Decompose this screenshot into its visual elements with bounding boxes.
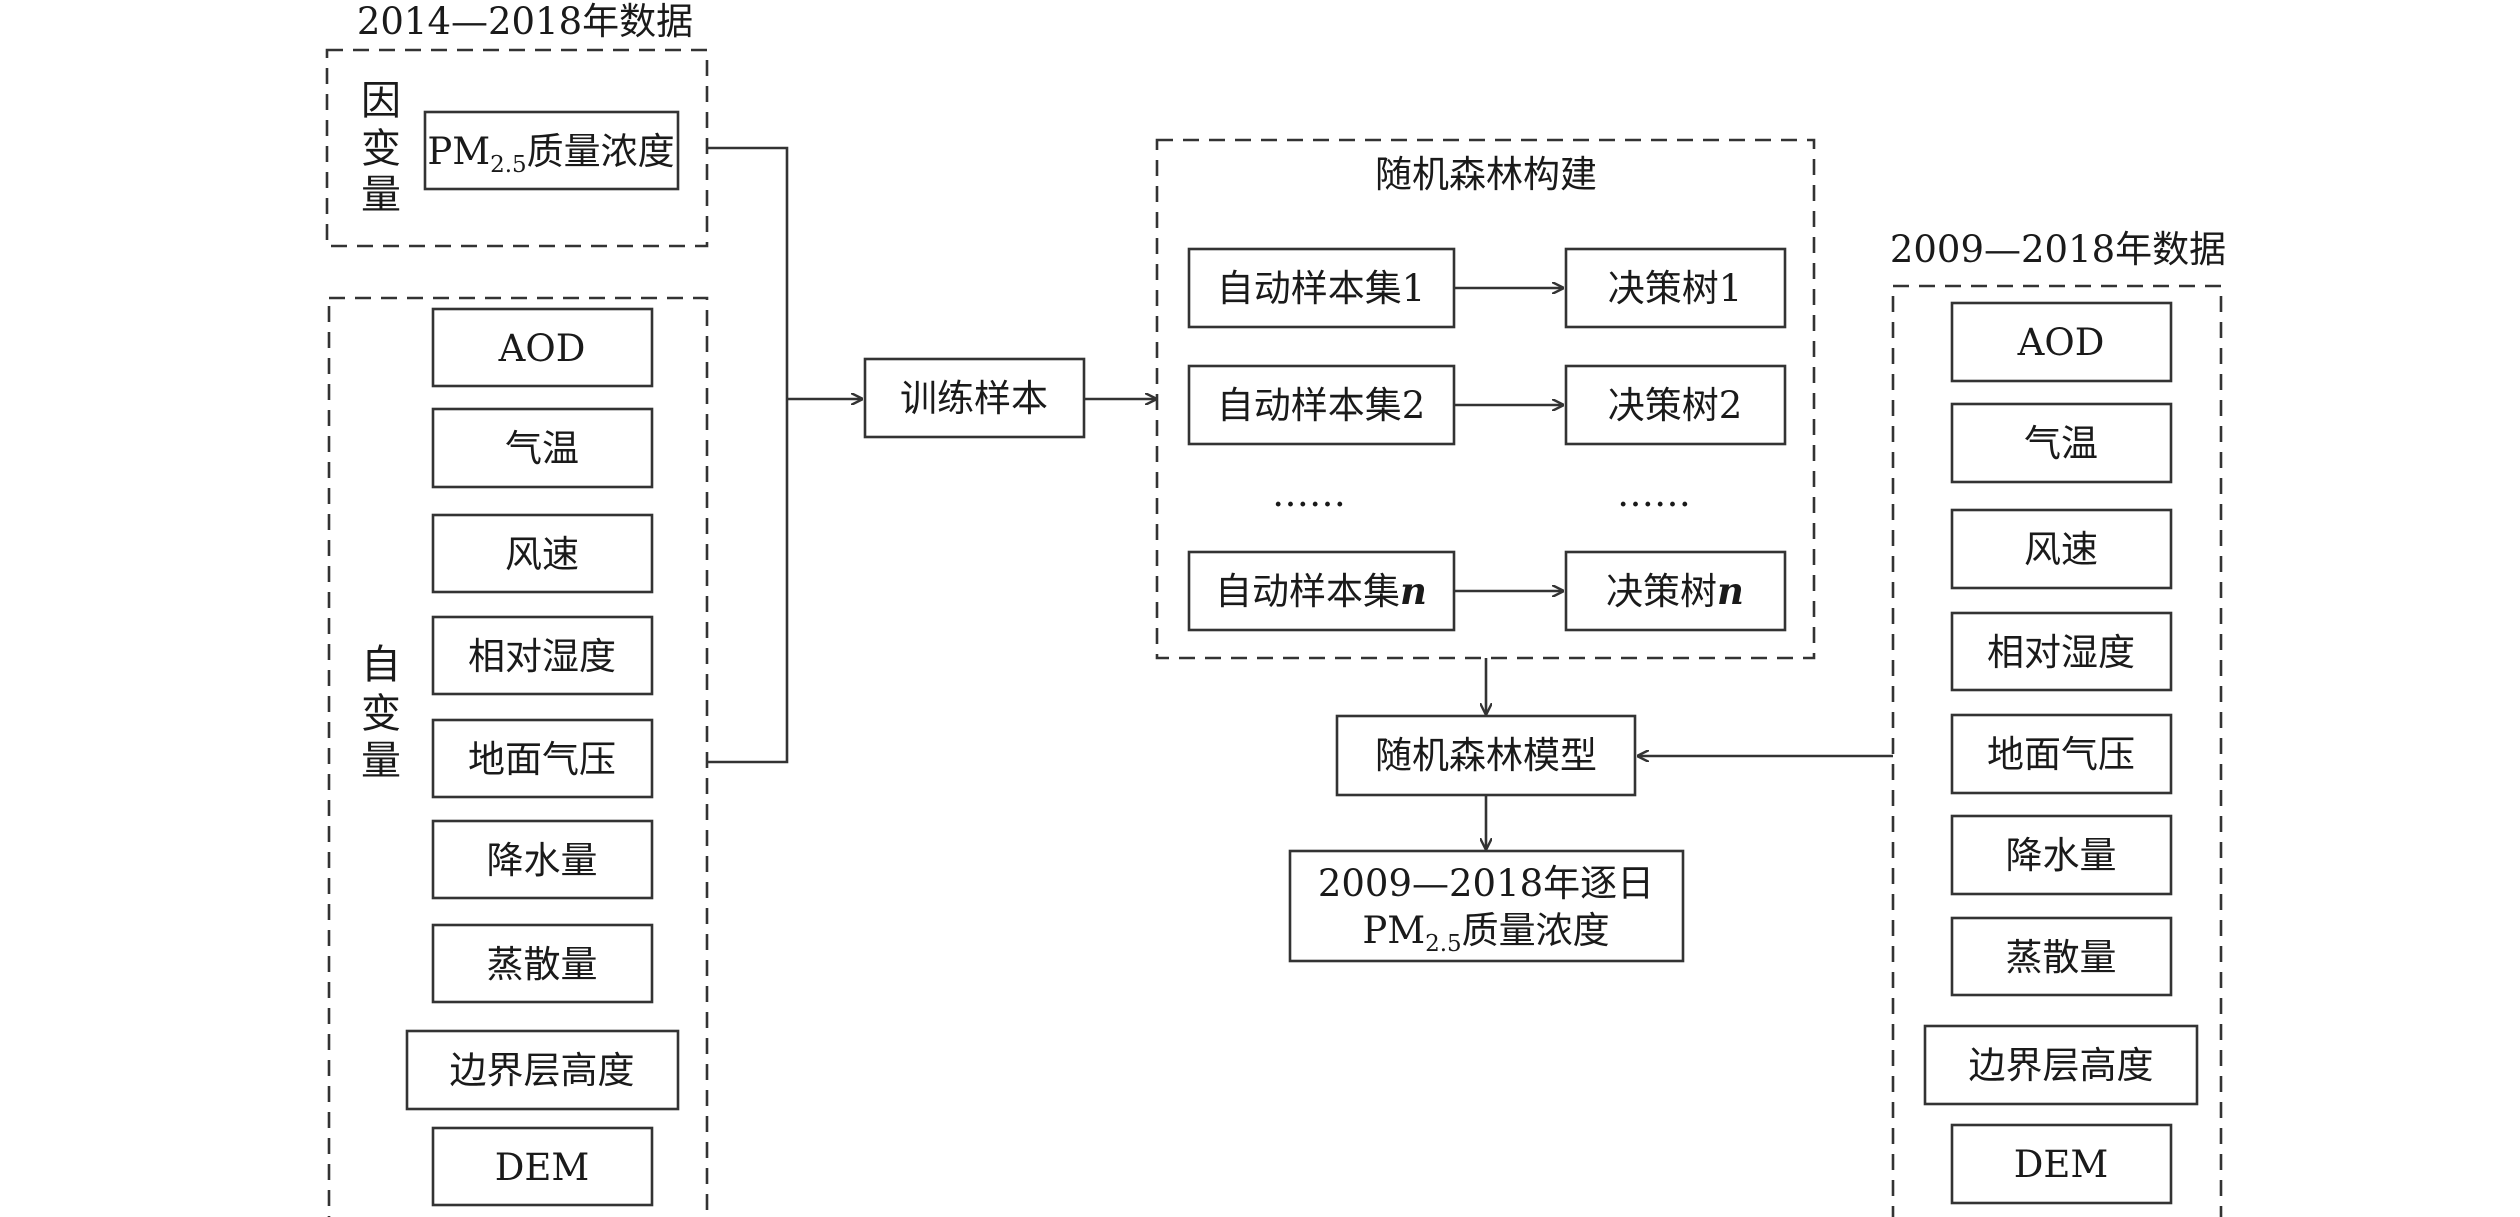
independent-variables-group bbox=[327, 296, 709, 1217]
right-evapotranspiration-label: 蒸散量 bbox=[2006, 936, 2117, 979]
training-sample-box bbox=[863, 357, 1086, 439]
right-variable-list: AOD 气温 风速 相对湿度 地面气压 降水量 蒸散量 边界层高度 DEM bbox=[1923, 301, 2199, 1205]
independent-variable-label-3: 量 bbox=[361, 738, 401, 784]
left-surface-pressure-box bbox=[431, 718, 654, 799]
left-temperature-label: 气温 bbox=[505, 427, 579, 470]
left-boundary-layer-height-label: 边界层高度 bbox=[450, 1049, 635, 1092]
decision-tree-n-box bbox=[1564, 550, 1787, 632]
connector-independent-to-bus bbox=[707, 399, 789, 764]
left-aod-box bbox=[431, 307, 654, 388]
right-wind-speed-label: 风速 bbox=[2024, 528, 2098, 571]
left-precipitation-label: 降水量 bbox=[487, 839, 598, 882]
right-boundary-layer-height-label: 边界层高度 bbox=[1969, 1044, 2154, 1087]
independent-variable-label-1: 自 bbox=[361, 642, 401, 688]
decision-tree-2-label: 决策树2 bbox=[1608, 384, 1743, 427]
bootstrap-sample-1-label: 自动样本集1 bbox=[1217, 267, 1426, 310]
right-dem-box bbox=[1950, 1123, 2173, 1205]
right-temperature-box bbox=[1950, 402, 2173, 484]
pm25-concentration-box bbox=[423, 110, 680, 191]
right-surface-pressure-box bbox=[1950, 713, 2173, 795]
right-relative-humidity-box bbox=[1950, 611, 2173, 692]
left-evapotranspiration-label: 蒸散量 bbox=[487, 943, 598, 986]
bootstrap-sample-2-label: 自动样本集2 bbox=[1217, 384, 1426, 427]
right-surface-pressure-label: 地面气压 bbox=[1987, 733, 2135, 776]
bootstrap-sample-n-label: 自动样本集n bbox=[1215, 569, 1427, 613]
decision-tree-2-box bbox=[1564, 364, 1787, 446]
left-temperature-box bbox=[431, 407, 654, 489]
dependent-variable-label-2: 变 bbox=[361, 126, 401, 172]
left-wind-speed-label: 风速 bbox=[505, 533, 579, 576]
left-dem-box bbox=[431, 1126, 654, 1207]
rf-model-label: 随机森林模型 bbox=[1375, 734, 1597, 777]
left-variable-list: AOD 气温 风速 相对湿度 地面气压 降水量 蒸散量 边界层高度 DEM bbox=[405, 307, 680, 1207]
right-temperature-label: 气温 bbox=[2024, 422, 2098, 465]
right-dem-label: DEM bbox=[2014, 1143, 2109, 1186]
right-relative-humidity-label: 相对湿度 bbox=[1987, 631, 2135, 674]
left-relative-humidity-box bbox=[431, 615, 654, 696]
training-sample-label: 训练样本 bbox=[900, 377, 1048, 420]
decision-tree-1-box bbox=[1564, 247, 1787, 329]
right-aod-label: AOD bbox=[2017, 321, 2105, 364]
bootstrap-sample-n-box bbox=[1187, 550, 1456, 632]
left-precipitation-box bbox=[431, 819, 654, 900]
ellipsis-trees: …… bbox=[1617, 472, 1691, 515]
right-precipitation-label: 降水量 bbox=[2006, 834, 2117, 877]
right-data-group bbox=[1891, 284, 2223, 1217]
connector-dependent-to-bus bbox=[707, 146, 789, 399]
left-relative-humidity-label: 相对湿度 bbox=[468, 635, 616, 678]
right-group-title: 2009—2018年数据 bbox=[1890, 228, 2226, 271]
left-aod-label: AOD bbox=[498, 327, 586, 370]
left-group-title: 2014—2018年数据 bbox=[357, 0, 693, 43]
bootstrap-sample-2-box bbox=[1187, 364, 1456, 446]
output-label-line-1: 2009—2018年逐日 bbox=[1318, 862, 1654, 905]
ellipsis-samples: …… bbox=[1272, 472, 1346, 515]
right-precipitation-box bbox=[1950, 814, 2173, 896]
rf-model-box bbox=[1335, 714, 1637, 797]
rf-construction-group bbox=[1155, 138, 1816, 660]
decision-tree-1-label: 决策树1 bbox=[1608, 267, 1743, 310]
decision-tree-n-label: 决策树n bbox=[1606, 569, 1744, 613]
rf-construction-title: 随机森林构建 bbox=[1375, 153, 1597, 196]
dependent-variable-label-1: 因 bbox=[361, 78, 401, 124]
independent-variable-label-2: 变 bbox=[361, 691, 401, 737]
left-dem-label: DEM bbox=[495, 1146, 590, 1189]
right-wind-speed-box bbox=[1950, 508, 2173, 590]
left-surface-pressure-label: 地面气压 bbox=[468, 738, 616, 781]
left-evapotranspiration-box bbox=[431, 923, 654, 1004]
left-boundary-layer-height-box bbox=[405, 1029, 680, 1111]
left-wind-speed-box bbox=[431, 513, 654, 594]
pm25-concentration-label: PM2.5质量浓度 bbox=[427, 130, 674, 178]
right-boundary-layer-height-box bbox=[1923, 1024, 2199, 1106]
right-evapotranspiration-box bbox=[1950, 916, 2173, 997]
right-aod-box bbox=[1950, 301, 2173, 383]
dependent-variable-label-3: 量 bbox=[361, 172, 401, 218]
output-label-line-2: PM2.5质量浓度 bbox=[1362, 909, 1609, 957]
output-box bbox=[1288, 849, 1685, 963]
